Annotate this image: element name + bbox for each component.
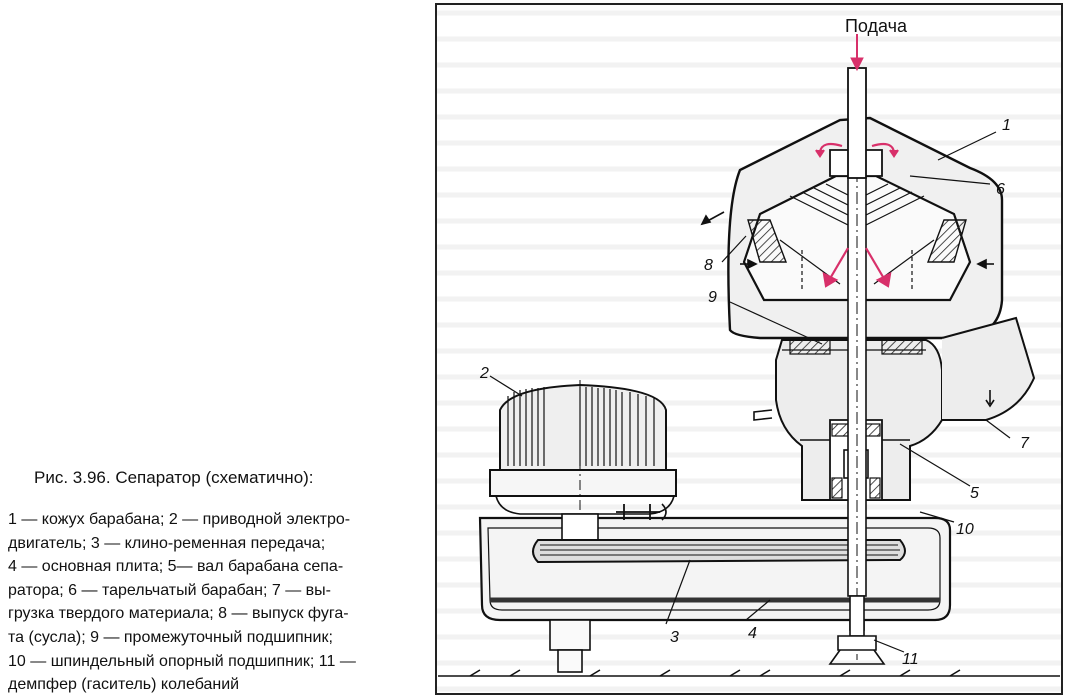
callout-3: 3 (670, 629, 679, 646)
flow-arrows (815, 142, 899, 288)
floor-line (438, 669, 1060, 677)
legend-line: грузка твердого материала; 8 — выпуск фу… (8, 605, 349, 623)
caption-panel: Рис. 3.96. Сепаратор (схематично): 1 — к… (0, 0, 430, 698)
legend-line: 10 — шпиндельный опорный подшипник; 11 — (8, 652, 356, 670)
separator-drawing: Подача 1 2 3 4 5 6 7 8 9 10 11 (430, 0, 1068, 698)
figure-title: Рис. 3.96. Сепаратор (схематично): (34, 468, 314, 487)
callout-8: 8 (704, 257, 713, 274)
legend-line: 1 — кожух барабана; 2 — приводной электр… (8, 511, 351, 528)
callout-2: 2 (479, 365, 489, 382)
legend-line: та (сусла); 9 — промежуточный подшипник; (8, 628, 333, 646)
callout-5: 5 (970, 485, 979, 502)
legend-line: двигатель; 3 — клино-ременная передача; (8, 534, 326, 552)
figure-legend: 1 — кожух барабана; 2 — приводной электр… (8, 508, 413, 697)
callout-10: 10 (956, 521, 974, 538)
base-legs (549, 619, 865, 673)
base-plate (478, 516, 952, 622)
callout-7: 7 (1020, 435, 1030, 452)
figure-frame (435, 3, 1063, 695)
drum-shaft (828, 170, 886, 665)
callout-4: 4 (748, 625, 757, 642)
callout-9: 9 (708, 289, 717, 306)
legend-line: 4 — основная плита; 5— вал барабана сепа… (8, 558, 344, 576)
separator-diagram: Подача 1 2 3 4 5 6 7 8 9 10 11 (430, 0, 1068, 698)
legend-line: демпфер (гаситель) колебаний (8, 676, 240, 694)
electric-motor (489, 380, 677, 545)
feed-label: Подача (845, 16, 908, 36)
v-belt-drive (532, 503, 906, 564)
fugate-outlet-arrows (700, 211, 994, 270)
feed-pipe (847, 34, 867, 179)
callout-6: 6 (996, 181, 1005, 198)
callout-1: 1 (1002, 117, 1011, 134)
legend-line: ратора; 6 — тарельчатый барабан; 7 — вы- (8, 581, 332, 599)
callout-11: 11 (902, 651, 919, 668)
callout-leaders (489, 131, 1011, 653)
